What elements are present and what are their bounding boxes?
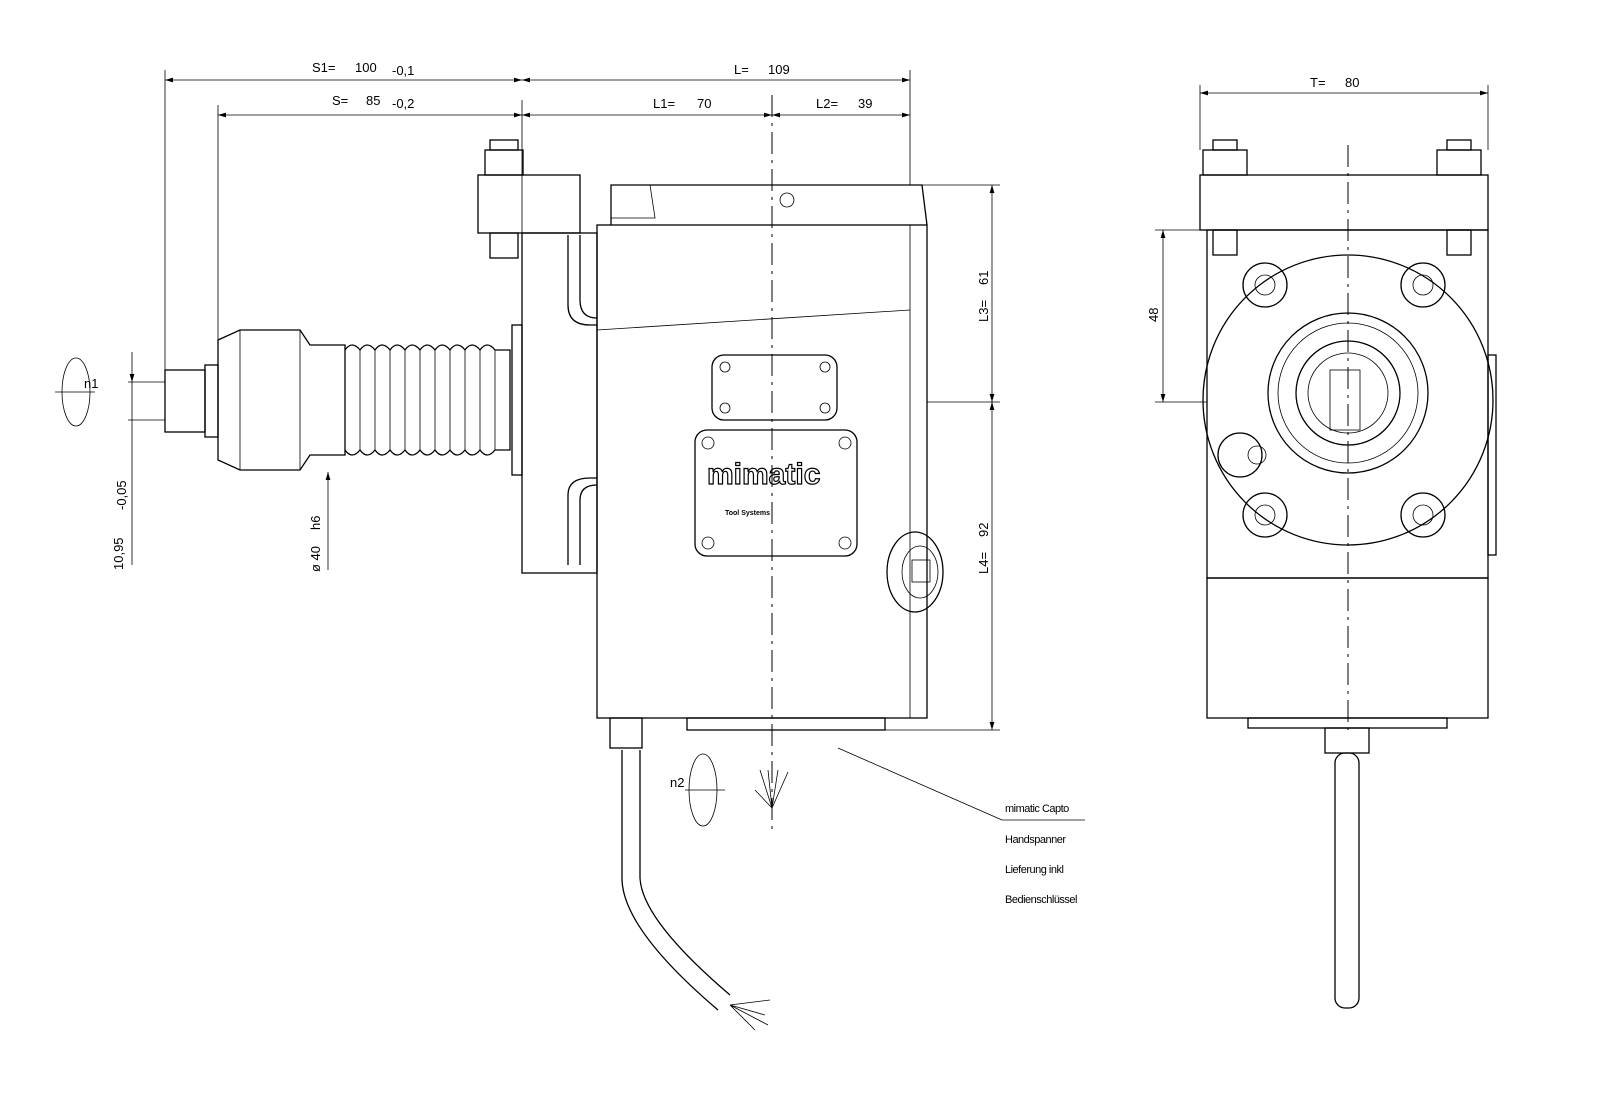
- front-view: T= 80 48: [1146, 75, 1497, 1009]
- n2-label: n2: [670, 775, 684, 790]
- note-line: Lieferung inkl: [1005, 864, 1063, 876]
- logo-tagline: Tool Systems: [725, 510, 770, 517]
- l4-label: L4=: [976, 552, 991, 574]
- t-label: T=: [1310, 75, 1326, 90]
- s1-tolerance: -0,1: [392, 63, 414, 78]
- l-label: L=: [734, 62, 749, 77]
- l2-value: 39: [858, 96, 872, 111]
- bellows: [344, 344, 511, 456]
- bracket: [477, 174, 581, 234]
- s-value: 85: [366, 93, 380, 108]
- diameter-value: ø 40: [308, 546, 323, 572]
- small-plate: [711, 354, 838, 421]
- l1-label: L1=: [653, 96, 675, 111]
- side-view: mimatic Tool Systems: [164, 95, 944, 1031]
- l4-value: 92: [976, 523, 991, 537]
- l3-value: 61: [976, 271, 991, 285]
- note-line: mimatic Capto: [1005, 803, 1069, 815]
- t-value: 80: [1345, 75, 1359, 90]
- n1-label: n1: [84, 376, 98, 391]
- offset-value: 10,95: [111, 537, 126, 570]
- offset-tolerance: -0,05: [114, 480, 129, 510]
- l-value: 109: [768, 62, 790, 77]
- diameter-tolerance: h6: [308, 516, 323, 530]
- height-48-value: 48: [1146, 308, 1161, 322]
- clamp-lock: [886, 531, 944, 613]
- l3-label: L3=: [976, 300, 991, 322]
- logo-plate: [694, 429, 858, 557]
- l2-label: L2=: [816, 96, 838, 111]
- s1-label: S1=: [312, 60, 336, 75]
- l1-value: 70: [697, 96, 711, 111]
- logo-brand: mimatic: [707, 458, 820, 491]
- note-line: Bedienschlüssel: [1005, 894, 1077, 906]
- note-line: Handspanner: [1005, 834, 1066, 846]
- output-shaft: [164, 369, 206, 433]
- s1-value: 100: [355, 60, 377, 75]
- s-tolerance: -0,2: [392, 96, 414, 111]
- side-dimensions: S1= 100 -0,1 S= 85 -0,2 L= 109 L1= 70 L2…: [55, 60, 1085, 906]
- s-label: S=: [332, 93, 348, 108]
